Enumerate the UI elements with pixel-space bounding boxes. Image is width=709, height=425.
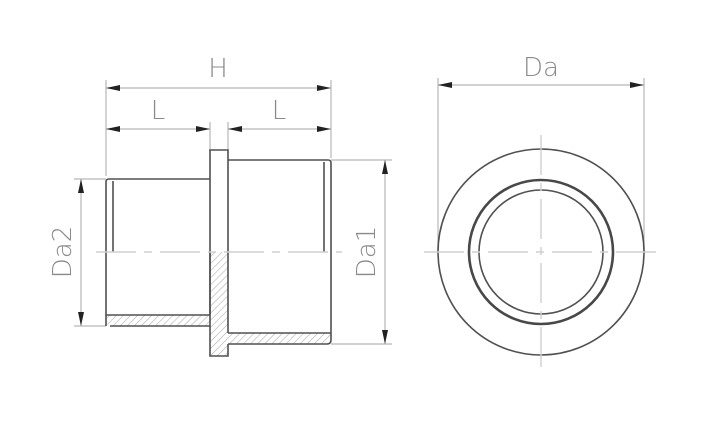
body-outline xyxy=(105,149,332,357)
dimension-l-left: L xyxy=(106,96,210,132)
dimension-da2: Da2 xyxy=(48,179,84,326)
dimension-da: Da xyxy=(438,53,644,88)
end-view: Da xyxy=(424,53,660,371)
side-view: H L L Da2 Da1 xyxy=(48,54,392,357)
dimension-l-right: L xyxy=(228,96,331,132)
label-da2: Da2 xyxy=(48,226,78,279)
dimension-da1: Da1 xyxy=(352,160,388,344)
section-hatch xyxy=(106,252,331,356)
label-l-left: L xyxy=(151,96,166,126)
dimension-h: H xyxy=(106,54,331,91)
label-da: Da xyxy=(523,53,559,83)
bore-edge-circle xyxy=(467,178,615,326)
extension-lines xyxy=(74,80,392,345)
label-da1: Da1 xyxy=(352,226,382,279)
label-h: H xyxy=(208,54,228,84)
label-l-right: L xyxy=(272,96,287,126)
